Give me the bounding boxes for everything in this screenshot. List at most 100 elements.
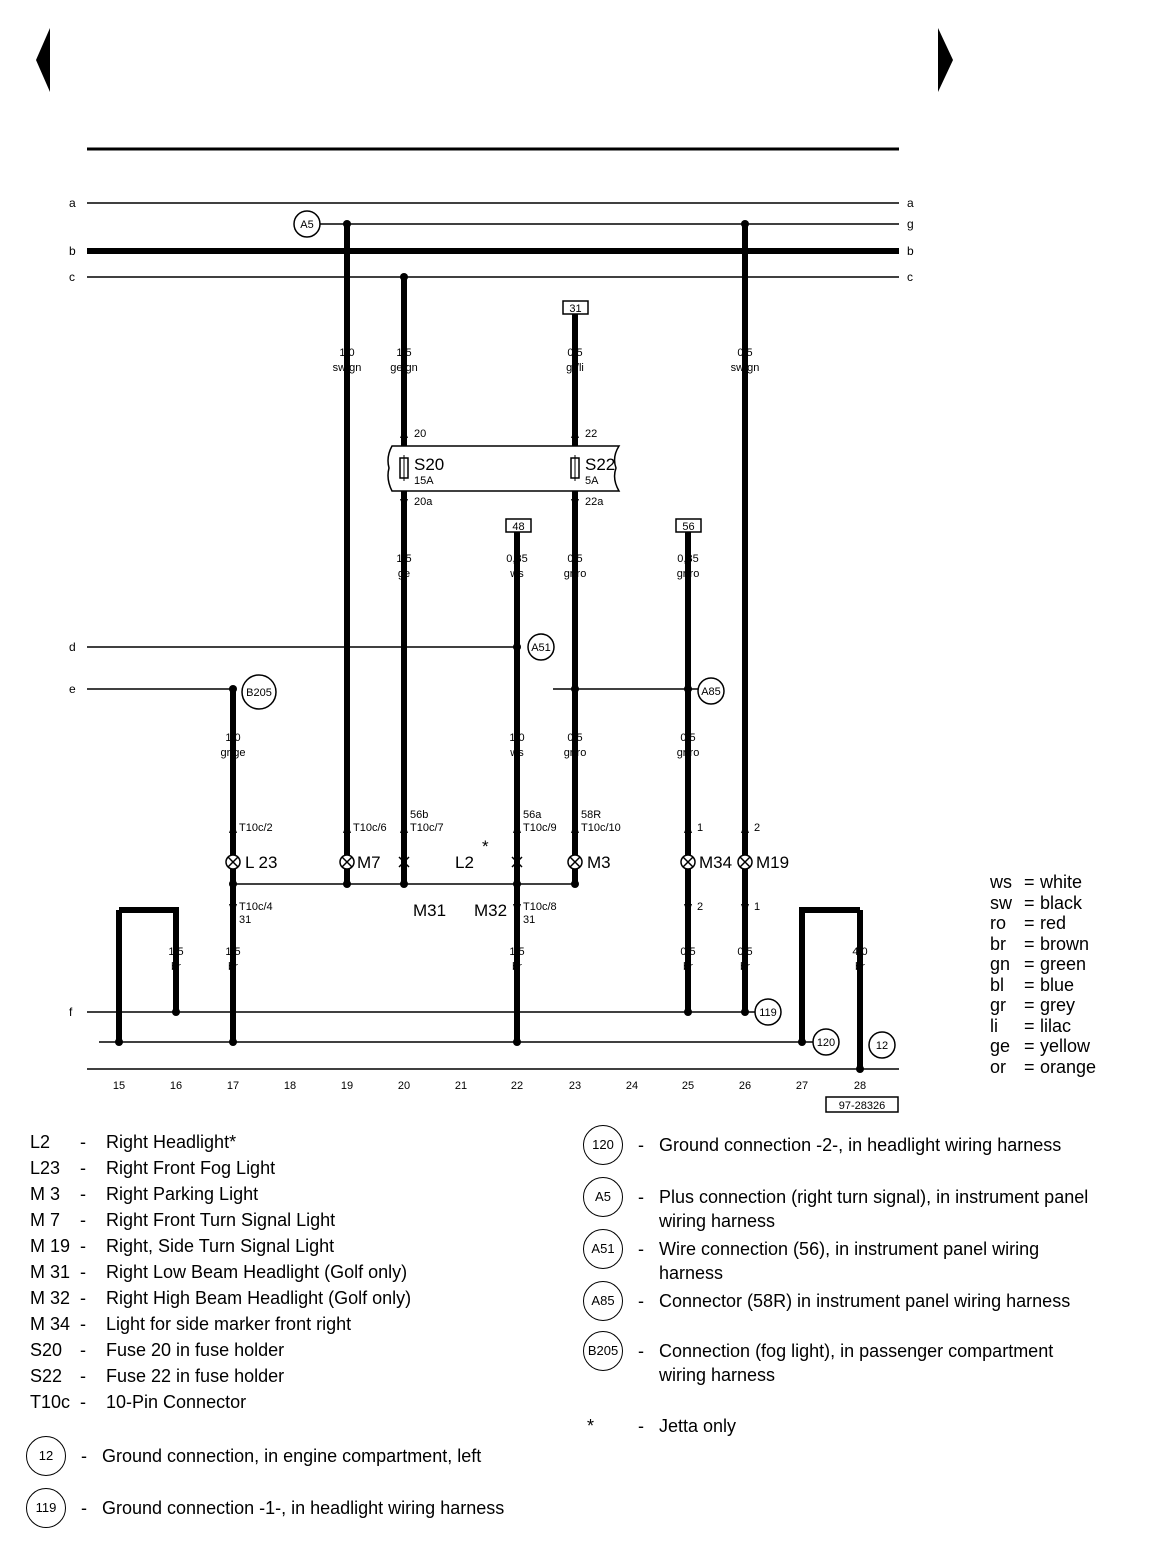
connector-b205: B205 <box>241 674 277 710</box>
svg-text:0,35: 0,35 <box>506 553 527 565</box>
svg-text:T10c/4: T10c/4 <box>239 901 273 913</box>
svg-text:1,5: 1,5 <box>396 553 411 565</box>
svg-text:L 23: L 23 <box>245 853 277 872</box>
color-row: gn=green <box>990 954 1087 974</box>
diagram-id: 97-28326 <box>825 1096 899 1113</box>
fuse-s22-label: S22 <box>585 455 615 474</box>
svg-text:1: 1 <box>697 822 703 834</box>
svg-text:56: 56 <box>682 521 694 533</box>
svg-text:sw/gn: sw/gn <box>731 362 760 374</box>
asterisk-mark: * <box>587 1416 595 1436</box>
svg-text:12: 12 <box>876 1040 888 1052</box>
fuse-s20-in-pin: 20 <box>414 428 426 440</box>
svg-text:M19: M19 <box>756 853 789 872</box>
svg-text:ge: ge <box>398 568 410 580</box>
svg-text:ws: ws <box>509 568 524 580</box>
fuse-s22-in-pin: 22 <box>585 428 597 440</box>
svg-text:56b: 56b <box>410 809 428 821</box>
color-row: or=orange <box>990 1056 1097 1077</box>
svg-text:T10c/7: T10c/7 <box>410 822 444 834</box>
ground-legend-119: 119 - Ground connection -1-, in headligh… <box>26 1488 542 1528</box>
svg-text:M31: M31 <box>413 901 446 920</box>
ground-legend-120: 120 - Ground connection -2-, in headligh… <box>583 1125 1099 1165</box>
legend-row: M 31-Right Low Beam Headlight (Golf only… <box>30 1262 408 1282</box>
color-row: bl=blue <box>990 974 1075 995</box>
rail-label-d: d <box>69 640 76 654</box>
svg-text:sw/gn: sw/gn <box>333 362 362 374</box>
svg-text:31: 31 <box>569 303 581 315</box>
rail-label-b-right: b <box>907 244 914 258</box>
ground-120: 120 <box>812 1028 840 1056</box>
wires <box>116 224 863 1069</box>
connector-b205-symbol: B205 <box>583 1331 623 1371</box>
svg-text:97-28326: 97-28326 <box>839 1100 886 1112</box>
rail-label-e: e <box>69 682 76 696</box>
color-row: ro=red <box>990 913 1067 933</box>
svg-text:br: br <box>228 961 238 973</box>
bulb-l23-icon <box>225 854 241 870</box>
svg-text:48: 48 <box>512 521 524 533</box>
connector-a51: A51 <box>527 633 555 661</box>
svg-text:T10c/8: T10c/8 <box>523 901 557 913</box>
svg-text:0,5: 0,5 <box>567 553 582 565</box>
svg-text:T10c/9: T10c/9 <box>523 822 557 834</box>
connector-legend-b205: B205 - Connection (fog light), in passen… <box>583 1331 1099 1387</box>
svg-text:58R: 58R <box>581 809 601 821</box>
connector-a51-symbol: A51 <box>583 1229 623 1269</box>
svg-text:T10c/6: T10c/6 <box>353 822 387 834</box>
svg-text:31: 31 <box>239 914 251 926</box>
svg-text:1,5: 1,5 <box>509 946 524 958</box>
color-row: sw=black <box>990 892 1083 913</box>
rail-label-b-left: b <box>69 244 76 258</box>
connector-legend-a5: A5 - Plus connection (right turn signal)… <box>583 1177 1099 1233</box>
bulb-l2-high-icon <box>511 856 523 868</box>
svg-text:br: br <box>171 961 181 973</box>
jetta-note: * - Jetta only <box>583 1414 1099 1438</box>
component-labels: L 23 M7 L2 * M3 M34 M19 M31 M32 <box>245 837 789 920</box>
svg-text:T10c/2: T10c/2 <box>239 822 273 834</box>
svg-text:16: 16 <box>170 1080 182 1092</box>
connector-legend-a85: A85 - Connector (58R) in instrument pane… <box>583 1281 1099 1321</box>
ground-119-symbol: 119 <box>26 1488 66 1528</box>
color-row: li=lilac <box>990 1015 1072 1036</box>
color-row: ge=yellow <box>990 1036 1091 1056</box>
svg-text:T10c/10: T10c/10 <box>581 822 621 834</box>
svg-text:br: br <box>740 961 750 973</box>
svg-text:0,5: 0,5 <box>680 946 695 958</box>
svg-text:gr/ro: gr/ro <box>564 568 587 580</box>
terminal-31: 31 <box>562 300 589 315</box>
svg-text:1,0: 1,0 <box>339 347 354 359</box>
terminal-48: 48 <box>505 518 532 533</box>
rail-label-c-right: c <box>907 270 913 284</box>
svg-text:0,5: 0,5 <box>737 347 752 359</box>
legend-row: S20-Fuse 20 in fuse holder <box>30 1340 285 1360</box>
ground-120-symbol: 120 <box>583 1125 623 1165</box>
svg-text:A51: A51 <box>531 642 551 654</box>
svg-text:A5: A5 <box>300 219 313 231</box>
svg-text:0,35: 0,35 <box>677 553 698 565</box>
svg-text:0,5: 0,5 <box>737 946 752 958</box>
svg-text:1,0: 1,0 <box>225 732 240 744</box>
svg-text:0,5: 0,5 <box>567 732 582 744</box>
svg-text:br: br <box>855 961 865 973</box>
svg-text:18: 18 <box>284 1080 296 1092</box>
connector-a5-symbol: A5 <box>583 1177 623 1217</box>
pin-arrows <box>229 428 749 915</box>
svg-text:22: 22 <box>511 1080 523 1092</box>
ground-12-symbol: 12 <box>26 1436 66 1476</box>
svg-text:31: 31 <box>523 914 535 926</box>
rails <box>87 202 899 1070</box>
next-page-arrow-icon[interactable] <box>938 28 953 92</box>
svg-text:M3: M3 <box>587 853 611 872</box>
bulb-l2-icon <box>398 856 410 868</box>
legend-row: M 7-Right Front Turn Signal Light <box>30 1210 336 1230</box>
legend-row: S22-Fuse 22 in fuse holder <box>30 1366 285 1386</box>
fuse-s20-rating: 15A <box>414 475 434 487</box>
svg-text:1,5: 1,5 <box>396 347 411 359</box>
color-row: ws=white <box>990 872 1083 892</box>
previous-page-arrow-icon[interactable] <box>36 28 50 92</box>
svg-text:M7: M7 <box>357 853 381 872</box>
svg-text:21: 21 <box>455 1080 467 1092</box>
svg-text:M34: M34 <box>699 853 732 872</box>
terminal-56: 56 <box>675 518 702 533</box>
